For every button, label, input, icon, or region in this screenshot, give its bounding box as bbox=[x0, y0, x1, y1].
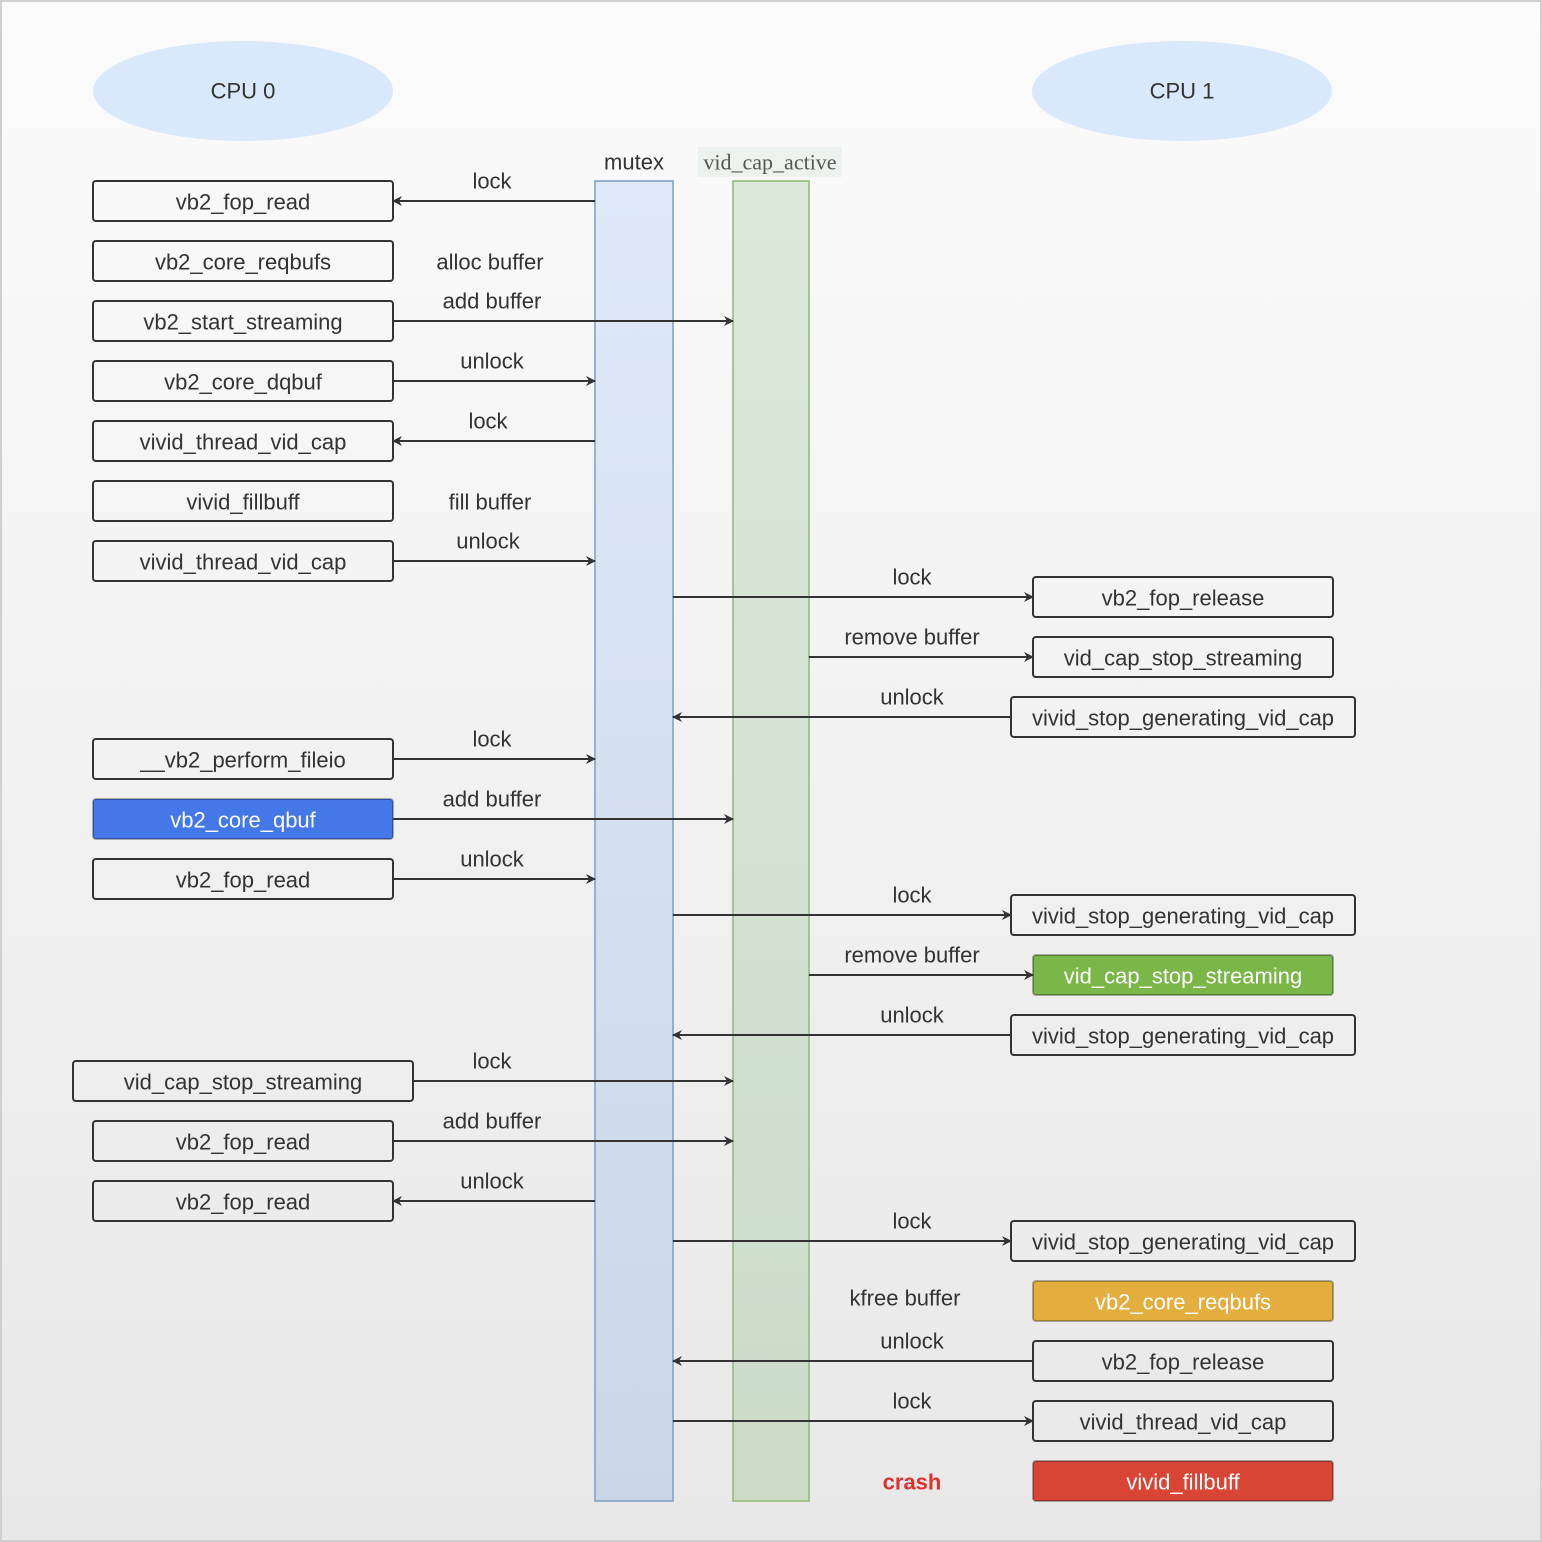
cpu1-action-label: lock bbox=[892, 565, 932, 590]
cpu0-event-box bbox=[92, 240, 394, 282]
cpu1-action-label: remove buffer bbox=[844, 943, 979, 968]
cpu0-action-label: alloc buffer bbox=[436, 250, 543, 275]
cpu1-action-label: unlock bbox=[880, 1003, 945, 1028]
cpu1-action-label: remove buffer bbox=[844, 625, 979, 650]
cpu0-action-label: add buffer bbox=[443, 1109, 542, 1134]
cpu0-action-label: lock bbox=[472, 1049, 512, 1074]
cpu0-function-name: vivid_thread_vid_cap bbox=[140, 430, 347, 455]
cpu1-action-label: unlock bbox=[880, 1329, 945, 1354]
cpu0-function-name: vb2_fop_read bbox=[176, 868, 311, 893]
cpu0-function-name: vb2_start_streaming bbox=[143, 310, 342, 335]
cpu0-action-label: unlock bbox=[460, 847, 525, 872]
cpu1-action-label: lock bbox=[892, 1389, 932, 1414]
cpu1-function-name: vivid_thread_vid_cap bbox=[1080, 1410, 1287, 1435]
cpu1-action-label: lock bbox=[892, 883, 932, 908]
mutex-label: mutex bbox=[604, 150, 664, 175]
cpu0-function-name: vb2_core_reqbufs bbox=[155, 250, 331, 275]
cpu1-function-name: vivid_stop_generating_vid_cap bbox=[1032, 706, 1334, 731]
cpu0-action-label: add buffer bbox=[443, 787, 542, 812]
cpu1-function-name: vivid_stop_generating_vid_cap bbox=[1032, 904, 1334, 929]
vid-cap-active-label-bg bbox=[698, 147, 842, 177]
cpu0-function-name: vb2_fop_read bbox=[176, 1130, 311, 1155]
cpu1-event-box bbox=[1032, 1280, 1334, 1322]
cpu1-function-name: vivid_fillbuff bbox=[1126, 1470, 1240, 1495]
mutex-bar bbox=[594, 180, 674, 1502]
cpu0-action-label: add buffer bbox=[443, 289, 542, 314]
cpu1-label: CPU 1 bbox=[1150, 79, 1215, 104]
cpu1-function-name: vid_cap_stop_streaming bbox=[1064, 646, 1302, 671]
cpu1-ellipse bbox=[1032, 41, 1332, 141]
cpu0-function-name: vb2_core_qbuf bbox=[170, 808, 316, 833]
vid-cap-active-label: vid_cap_active bbox=[703, 150, 836, 175]
cpu1-action-label: kfree buffer bbox=[850, 1286, 961, 1311]
cpu0-action-label: lock bbox=[472, 169, 512, 194]
vid-cap-active-bar bbox=[732, 180, 810, 1502]
cpu1-action-label: unlock bbox=[880, 685, 945, 710]
cpu1-function-name: vivid_stop_generating_vid_cap bbox=[1032, 1230, 1334, 1255]
cpu0-action-label: unlock bbox=[460, 1169, 525, 1194]
cpu1-function-name: vb2_core_reqbufs bbox=[1095, 1290, 1271, 1315]
cpu0-action-label: lock bbox=[472, 727, 512, 752]
cpu0-function-name: __vb2_perform_fileio bbox=[139, 748, 345, 773]
cpu0-function-name: vivid_fillbuff bbox=[186, 490, 300, 515]
cpu0-action-label: lock bbox=[468, 409, 508, 434]
cpu0-function-name: vb2_fop_read bbox=[176, 190, 311, 215]
cpu1-function-name: vid_cap_stop_streaming bbox=[1064, 964, 1302, 989]
cpu1-function-name: vivid_stop_generating_vid_cap bbox=[1032, 1024, 1334, 1049]
cpu1-function-name: vb2_fop_release bbox=[1102, 1350, 1265, 1375]
cpu0-label: CPU 0 bbox=[211, 79, 276, 104]
cpu0-action-label: unlock bbox=[460, 349, 525, 374]
cpu1-action-label: lock bbox=[892, 1209, 932, 1234]
cpu0-ellipse bbox=[93, 41, 393, 141]
cpu0-action-label: unlock bbox=[456, 529, 521, 554]
cpu0-function-name: vivid_thread_vid_cap bbox=[140, 550, 347, 575]
cpu0-function-name: vid_cap_stop_streaming bbox=[124, 1070, 362, 1095]
cpu0-function-name: vb2_fop_read bbox=[176, 1190, 311, 1215]
cpu0-function-name: vb2_core_dqbuf bbox=[164, 370, 323, 395]
cpu1-event-box bbox=[1032, 1460, 1334, 1502]
crash-label: crash bbox=[883, 1470, 942, 1495]
cpu1-function-name: vb2_fop_release bbox=[1102, 586, 1265, 611]
cpu0-action-label: fill buffer bbox=[449, 490, 532, 515]
cpu0-event-box bbox=[92, 480, 394, 522]
